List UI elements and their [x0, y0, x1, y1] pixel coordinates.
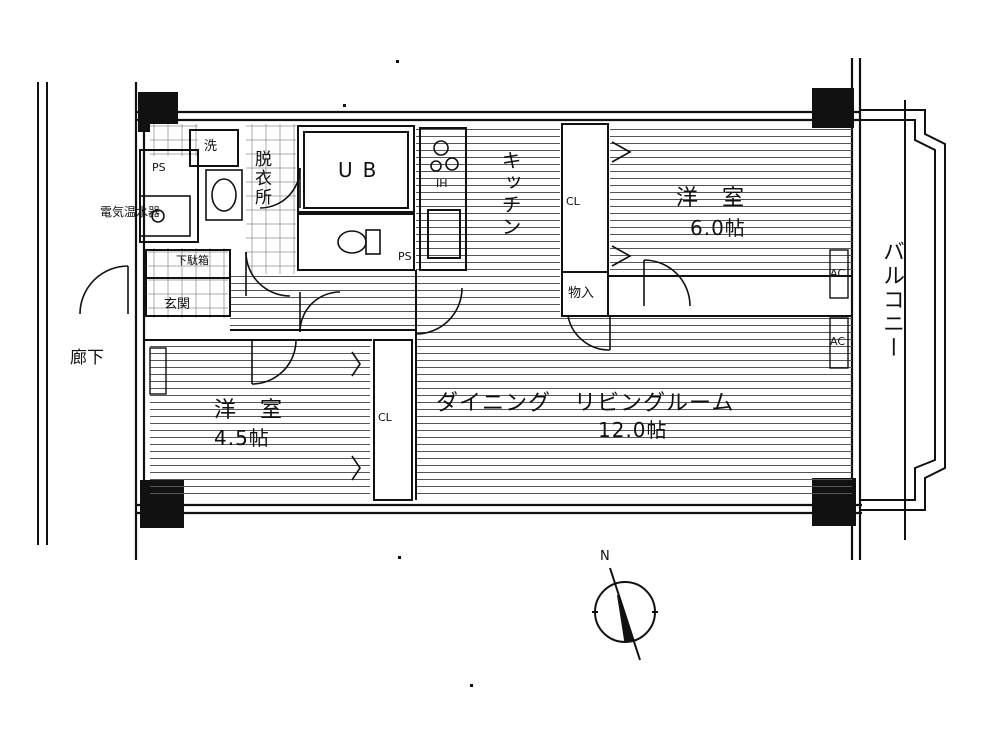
- label-ac-upper: AC: [830, 267, 846, 280]
- ac-markers: [149, 249, 849, 395]
- label-ps-toilet: PS: [398, 250, 412, 263]
- room-label-unit-bath: UB: [338, 158, 387, 182]
- label-ps-top: PS: [152, 161, 166, 174]
- room-label-western-north: 洋 室: [676, 186, 746, 211]
- room-size-western-north: 6.0帖: [690, 216, 746, 240]
- room-size-living: 12.0帖: [598, 418, 668, 442]
- room-label-dressing: 脱衣所: [251, 150, 271, 207]
- door-swings: [79, 141, 691, 481]
- room-label-shoe-box: 下駄箱: [176, 254, 209, 267]
- room-label-washer: 洗: [204, 139, 218, 154]
- compass-north-label: N: [600, 549, 610, 564]
- room-label-corridor: 廊下: [70, 348, 104, 368]
- label-ac-lower: AC: [830, 335, 846, 348]
- label-stove: IH: [436, 177, 448, 190]
- balcony-outline: [860, 100, 946, 540]
- interior-walls: [139, 123, 852, 501]
- room-label-storage: 物入: [568, 286, 595, 301]
- room-label-entrance: 玄関: [164, 297, 191, 312]
- floor-hatching: [148, 124, 852, 500]
- fixtures: [139, 140, 459, 255]
- compass-rose: [592, 567, 658, 661]
- label-closet-north: CL: [566, 195, 580, 208]
- room-label-balcony: バルコニー: [879, 240, 904, 360]
- label-closet-south: CL: [378, 411, 392, 424]
- room-label-kitchen: キッチン: [498, 150, 522, 238]
- room-label-living: ダイニング リビングルーム: [436, 391, 735, 416]
- outer-walls: [134, 58, 862, 560]
- room-label-water-heater: 電気温水器: [100, 205, 161, 219]
- room-label-western-south: 洋 室: [214, 398, 284, 423]
- room-size-western-south: 4.5帖: [214, 426, 270, 450]
- corridor-walls: [37, 82, 48, 545]
- stray-marks: [343, 60, 473, 687]
